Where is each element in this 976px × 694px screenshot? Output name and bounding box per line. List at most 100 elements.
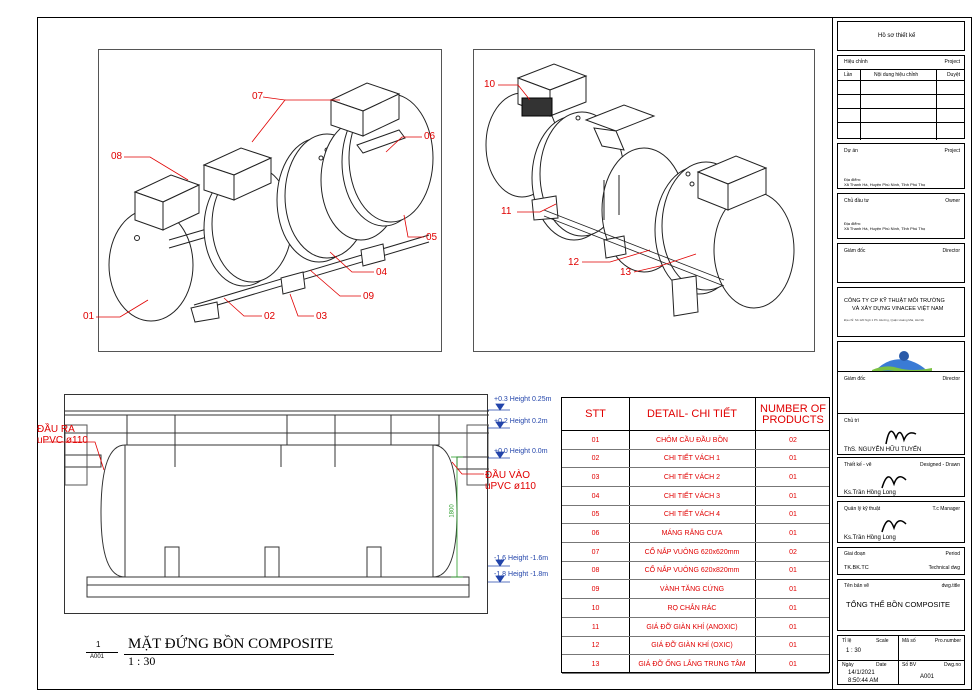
view-sheet: A001: [90, 654, 105, 660]
director2-label-en: Director: [942, 376, 960, 382]
designer-name: Ks.Trần Hồng Long: [844, 490, 896, 496]
chief-box: Chủ trì ThS. NGUYỄN HỮU TUYẾN: [837, 413, 965, 455]
revision-divider: [838, 69, 964, 70]
inlet-label-line-1: ĐẦU VÀO: [485, 470, 531, 481]
level-mark-3: +0.0 Height 0.0m: [494, 448, 548, 455]
designer-signature: [881, 476, 907, 489]
row-stt: 10: [591, 604, 600, 612]
callout-06: 06: [424, 131, 436, 142]
exploded-view-left: [98, 49, 442, 352]
chief-signature: [885, 430, 917, 445]
row-detail: CHI TIẾT VÁCH 2: [663, 473, 721, 481]
project-box: Dự án Project Địa điểm:Xã Thanh Hà, Huyệ…: [837, 143, 965, 189]
row-quantity: 01: [789, 530, 797, 537]
row-quantity: 01: [789, 511, 797, 519]
row-stt: 13: [591, 660, 600, 668]
sheet-no-label-en: Dwg.no: [944, 662, 961, 668]
view-number: 1: [96, 640, 101, 649]
header-quantity: NUMBER OF PRODUCTS: [760, 402, 826, 426]
date-value-1: 14/1/2021: [848, 670, 875, 676]
owner-box: Chủ đầu tư Owner Địa điểm:Xã Thanh Hà, H…: [837, 193, 965, 239]
chief-label: Chủ trì: [844, 418, 860, 424]
director-label: Giám đốc: [844, 248, 866, 254]
chief-name: ThS. NGUYỄN HỮU TUYẾN: [844, 447, 922, 453]
revision-label: Hiệu chỉnh: [844, 59, 868, 65]
row-stt: 12: [591, 642, 600, 650]
design-file-label: Hồ sơ thiết kế: [878, 33, 916, 39]
header-stt: STT: [585, 408, 606, 420]
callout-02: 02: [264, 311, 276, 322]
elevation-view: [64, 394, 489, 614]
manager-box: Quản lý kỹ thuật T.c Manager Ks.Trần Hồn…: [837, 501, 965, 543]
callout-03: 03: [316, 311, 328, 322]
row-quantity: 01: [789, 604, 797, 612]
row-quantity: 02: [789, 436, 797, 444]
table-row: 12 GIÁ ĐỠ GIÀN KHÍ (OXIC) 01: [562, 637, 829, 656]
view-title-underline: [124, 654, 334, 655]
row-quantity: 01: [789, 660, 797, 668]
row-stt: 02: [591, 455, 600, 463]
company-name-2: VÀ XÂY DỰNG VINACEE VIỆT NAM: [852, 306, 944, 312]
row-stt: 01: [591, 436, 600, 444]
period-label-en: Period: [945, 551, 960, 557]
rev-col-3: Duyệt: [946, 72, 960, 78]
row-detail: GIÁ ĐỠ GIÀN KHÍ (OXIC): [651, 642, 733, 650]
row-detail: CHI TIẾT VÁCH 3: [663, 492, 721, 500]
view-divider: [86, 652, 118, 653]
row-quantity: 01: [789, 642, 797, 650]
sheet-name-box: Tên bản vẽ dwg.title TỔNG THỂ BỒN COMPOS…: [837, 579, 965, 631]
level-mark-2: +0.2 Height 0.2m: [494, 418, 548, 425]
row-stt: 07: [591, 548, 600, 556]
owner-label-en: Owner: [945, 198, 960, 204]
exploded-tank-drawing-right: [485, 63, 795, 317]
company-name-1: CÔNG TY CP KỸ THUẬT MÔI TRƯỜNG: [844, 298, 945, 304]
date-label: Ngày: [842, 662, 854, 668]
level-mark-1: +0.3 Height 0.25m: [494, 396, 552, 403]
view-title: MẶT ĐỨNG BỒN COMPOSITE: [128, 636, 334, 652]
owner-label: Chủ đầu tư: [844, 198, 870, 204]
outlet-label-line-1: ĐẦU RA: [37, 424, 75, 435]
row-detail: RỌ CHẮN RÁC: [667, 604, 717, 612]
director2-label: Giám đốc: [844, 376, 866, 382]
row-detail: CỔ NẮP VUÔNG 620x820mm: [644, 567, 740, 575]
date-label-en: Date: [876, 662, 887, 668]
col-divider: [755, 398, 756, 672]
row-quantity: 01: [789, 623, 797, 631]
row-stt: 08: [591, 567, 600, 575]
period-value: TK.BK.TC: [844, 565, 869, 571]
row-quantity: 01: [789, 455, 797, 463]
row-detail: MÁNG RĂNG CƯA: [661, 530, 723, 537]
row-detail: GIÁ ĐỠ ỐNG LẮNG TRUNG TÂM: [638, 660, 746, 668]
scale-label-en: Scale: [876, 638, 889, 644]
period-label: Giai đoạn: [844, 551, 866, 557]
table-row: 10 RỌ CHẮN RÁC 01: [562, 599, 829, 618]
row-quantity: 02: [789, 548, 797, 556]
project-label-en: Project: [944, 148, 960, 154]
title-block: Hồ sơ thiết kế Hiệu chỉnh Project Lần Nộ…: [832, 17, 972, 690]
level-mark-4: -1.6 Height -1.6m: [494, 555, 549, 562]
callout-10: 10: [484, 79, 496, 90]
row-detail: CHI TIẾT VÁCH 1: [663, 455, 721, 463]
design-file-box: Hồ sơ thiết kế: [837, 21, 965, 51]
period-value-2: Technical dwg: [928, 565, 960, 571]
row-stt: 11: [591, 623, 600, 631]
callout-04: 04: [376, 267, 388, 278]
callout-05: 05: [426, 232, 438, 243]
level-mark-5: -1.8 Height -1.8m: [494, 571, 549, 578]
row-stt: 03: [591, 473, 600, 481]
callout-01: 01: [83, 311, 95, 322]
outlet-label: ĐẦU RA uPVC ø110: [37, 424, 88, 446]
view-scale: 1 : 30: [128, 654, 156, 668]
revision-project-label: Project: [944, 59, 960, 65]
row-stt: 04: [591, 492, 600, 500]
callout-12: 12: [568, 257, 580, 268]
callout-13: 13: [620, 267, 632, 278]
company-address: Địa chỉ: Số 120 Ngõ 1 Ph. Đường, Quận Ho…: [844, 318, 925, 322]
row-stt: 09: [591, 586, 600, 594]
manager-name: Ks.Trần Hồng Long: [844, 535, 896, 541]
row-detail: CHI TIẾT VÁCH 4: [663, 511, 721, 519]
rev-col-2: Nội dung hiệu chỉnh: [874, 72, 919, 78]
row-detail: CHỎM CẦU ĐẦU BỒN: [656, 436, 728, 444]
